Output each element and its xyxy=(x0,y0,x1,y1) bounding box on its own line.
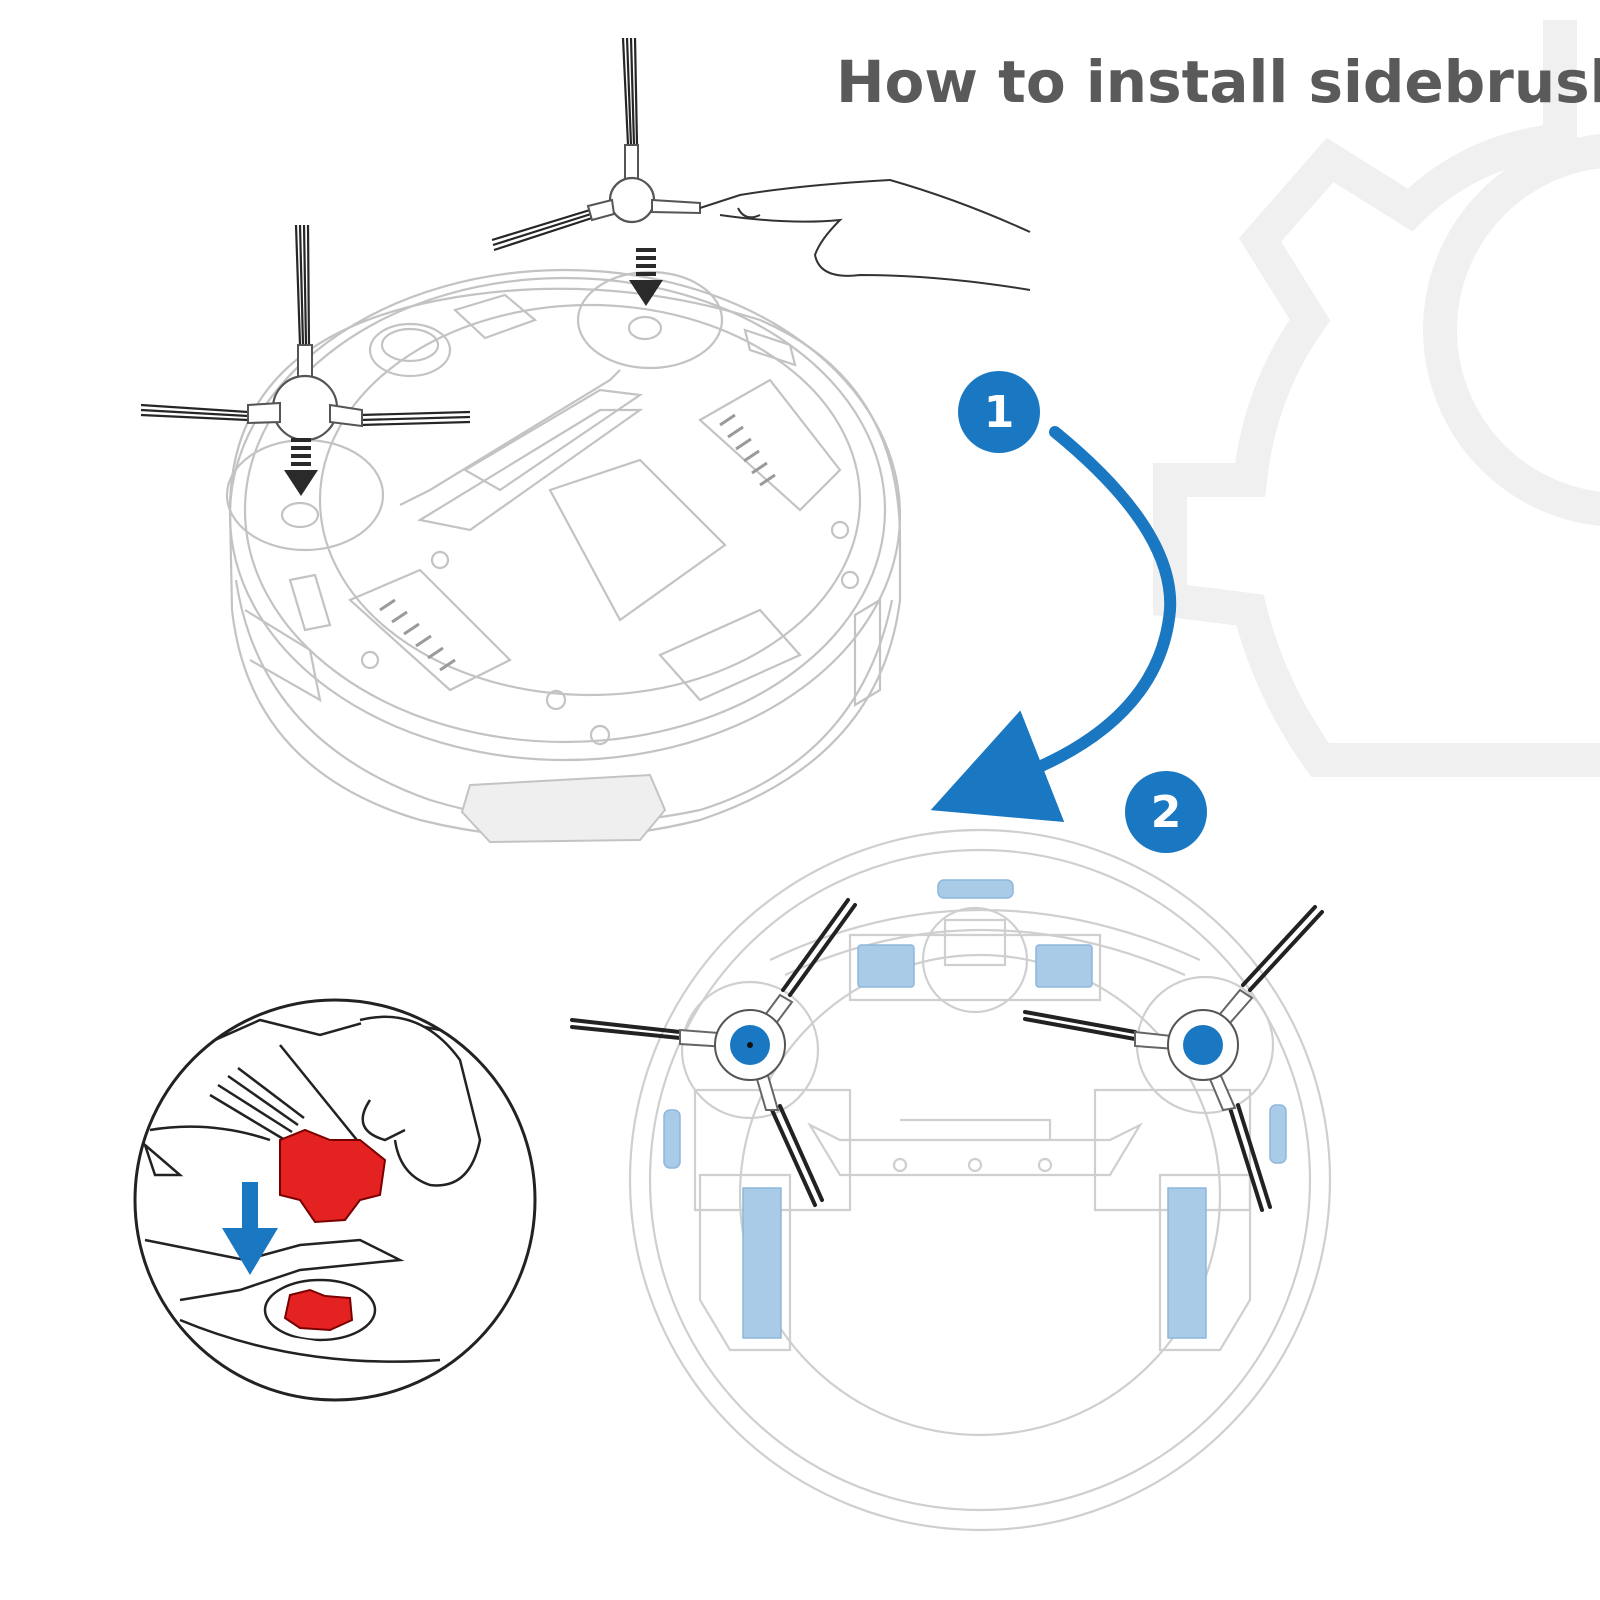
down-arrow-icon xyxy=(284,438,318,496)
wheel-treads xyxy=(379,413,776,672)
page-title: How to install sidebrush xyxy=(836,48,1600,116)
robot-front-grille xyxy=(460,773,667,844)
step-2-badge: 2 xyxy=(1125,771,1207,853)
side-brush-icon xyxy=(570,898,857,1207)
gear-watermark-icon xyxy=(1153,20,1600,777)
down-arrow-icon xyxy=(222,1182,278,1275)
detail-inset xyxy=(133,998,537,1402)
robot-blue-parts xyxy=(663,879,1287,1339)
side-brush-icon xyxy=(140,224,471,442)
step-1-badge: 1 xyxy=(958,371,1040,453)
side-brush-icon xyxy=(491,37,701,252)
down-arrow-icon xyxy=(629,248,663,306)
robot-top-view xyxy=(225,268,902,839)
side-brush-icon xyxy=(1023,905,1324,1212)
step-arrow-icon xyxy=(930,426,1177,823)
robot-bottom-view xyxy=(628,828,1332,1532)
hand-icon xyxy=(699,178,1031,291)
